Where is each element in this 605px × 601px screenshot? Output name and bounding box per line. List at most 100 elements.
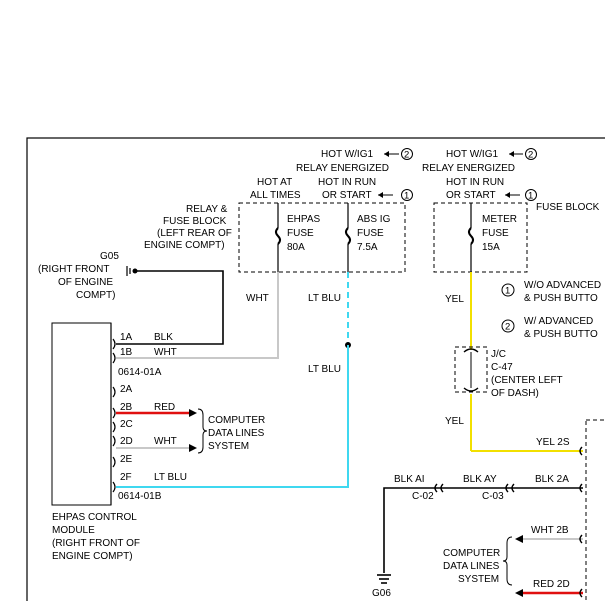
meter-fuse-block-outline <box>433 202 528 273</box>
ground-g06: G06 <box>372 574 391 599</box>
note-1-circle <box>501 283 515 297</box>
ehpas-fuse-name: EHPAS <box>287 214 320 225</box>
label-relay-energized-left: RELAY ENERGIZED <box>296 163 389 174</box>
abs-fuse-symbol <box>345 227 351 245</box>
jc-outline <box>454 346 488 393</box>
g05-label: G05 <box>100 251 119 262</box>
label-or-start-left: OR START <box>322 190 372 201</box>
relay-fuse-block: RELAY & FUSE BLOCK (LEFT REAR OF ENGINE … <box>144 202 406 273</box>
relay-fuse-label-3: (LEFT REAR OF <box>157 228 232 239</box>
arrowhead-4 <box>505 192 510 198</box>
ehpas-pins <box>112 338 116 493</box>
meter-fuse-block: FUSE BLOCK METER FUSE 15A <box>433 202 600 273</box>
connector-b-label: 0614-01B <box>118 491 162 502</box>
cdl2-line-3: SYSTEM <box>458 574 499 585</box>
pin-1b-wire: WHT <box>154 347 177 358</box>
cdl2-line-1: COMPUTER <box>443 548 500 559</box>
label-or-start-right: OR START <box>446 190 496 201</box>
note-2-num: 2 <box>505 322 510 333</box>
bw-yel-2s: YEL 2S <box>536 437 570 448</box>
bw-c03: C-03 <box>482 491 504 502</box>
pin-2d-wire: WHT <box>154 436 177 447</box>
relay-fuse-label-2: FUSE BLOCK <box>163 216 227 227</box>
note-circle-2b <box>525 148 537 160</box>
note-num-1b: 1 <box>528 191 533 202</box>
bw-blk-ai: BLK AI <box>394 474 425 485</box>
relay-fuse-block-outline <box>238 202 406 273</box>
note-2-circle <box>501 319 515 333</box>
abs-fuse-rating: 7.5A <box>357 242 378 253</box>
label-hot-ig1-left: HOT W/IG1 <box>321 149 373 160</box>
wire-ltblu-solid <box>116 345 349 488</box>
brace-computer-data <box>197 408 208 454</box>
connector-c02-symbol <box>434 483 444 493</box>
note-circle-1a <box>401 189 413 201</box>
note-num-1a: 1 <box>404 191 409 202</box>
wire-label-yel-lower: YEL <box>445 416 464 427</box>
meter-fuse-name: METER <box>482 214 517 225</box>
note-num-2a: 2 <box>404 150 409 161</box>
label-hot-in-run-left: HOT IN RUN <box>318 177 376 188</box>
cdl2-line-2: DATA LINES <box>443 561 500 572</box>
jc-label-1: J/C <box>491 349 506 360</box>
wire-label-ltblu-upper: LT BLU <box>308 293 341 304</box>
pin-2a: 2A <box>120 384 133 395</box>
power-labels: HOT W/IG1 2 RELAY ENERGIZED HOT W/IG1 2 … <box>250 148 537 202</box>
jc-connector-top <box>463 348 479 353</box>
cdl-line-1: COMPUTER <box>208 415 265 426</box>
g05-line-3: OF ENGINE <box>58 277 113 288</box>
pin-2e-bracket <box>112 456 116 468</box>
arrowhead-3 <box>378 192 383 198</box>
note-1-line-1: W/O ADVANCED <box>524 280 601 291</box>
wire-blk-g06 <box>383 487 583 573</box>
g06-label: G06 <box>372 588 391 599</box>
note-circle-1b <box>525 189 537 201</box>
ehpas-fuse-rating: 80A <box>287 242 305 253</box>
pin-1a: 1A <box>120 332 133 343</box>
relay-fuse-label-1: RELAY & <box>186 204 228 215</box>
ehpas-control-module <box>51 322 112 506</box>
label-hot-at: HOT AT <box>257 177 292 188</box>
pin-1a-bracket <box>112 338 116 350</box>
ground-g05: G05 (RIGHT FRONT OF ENGINE COMPT) <box>38 251 138 301</box>
connector-2s-symbol <box>579 446 583 456</box>
bw-red-2d: RED 2D <box>533 579 570 590</box>
pin-1b: 1B <box>120 347 133 358</box>
ehpas-fuse-word: FUSE <box>287 228 314 239</box>
meter-fuse-rating: 15A <box>482 242 500 253</box>
jc-label-2: C-47 <box>491 362 513 373</box>
module-label-1: EHPAS CONTROL <box>52 512 137 523</box>
connector-2d-symbol <box>579 588 583 598</box>
pin-2c: 2C <box>120 419 133 430</box>
note-num-2b: 2 <box>528 150 533 161</box>
arrow-wht-2b <box>515 535 523 543</box>
pin-2e: 2E <box>120 454 133 465</box>
label-hot-ig1-right: HOT W/IG1 <box>446 149 498 160</box>
connector-c03-symbol <box>505 483 515 493</box>
pin-2c-bracket <box>112 421 116 433</box>
g05-line-2: (RIGHT FRONT <box>38 264 109 275</box>
pin-1b-bracket <box>112 352 116 364</box>
pin-2d: 2D <box>120 436 133 447</box>
note-1-num: 1 <box>505 286 510 297</box>
fuse-block-label: FUSE BLOCK <box>536 202 600 213</box>
arrow-wht-2d <box>189 444 197 452</box>
brace-computer-data-2 <box>502 536 513 586</box>
connector-2b-symbol <box>579 534 583 544</box>
arrowhead-2 <box>509 151 514 157</box>
label-all-times: ALL TIMES <box>250 190 301 201</box>
module-label-3: (RIGHT FRONT OF <box>52 538 140 549</box>
pin-2f-bracket <box>112 481 116 493</box>
jc-connector-bottom <box>463 387 479 392</box>
note-2-line-1: W/ ADVANCED <box>524 316 593 327</box>
note-1-line-2: & PUSH BUTTO <box>524 293 598 304</box>
diagram-frame <box>26 137 605 601</box>
pin-2f-wire: LT BLU <box>154 472 187 483</box>
arrow-red-2d <box>515 589 523 597</box>
meter-fuse-word: FUSE <box>482 228 509 239</box>
label-relay-energized-right: RELAY ENERGIZED <box>422 163 515 174</box>
pin-1a-wire: BLK <box>154 332 173 343</box>
pin-2a-bracket <box>112 386 116 398</box>
cdl-line-3: SYSTEM <box>208 441 249 452</box>
